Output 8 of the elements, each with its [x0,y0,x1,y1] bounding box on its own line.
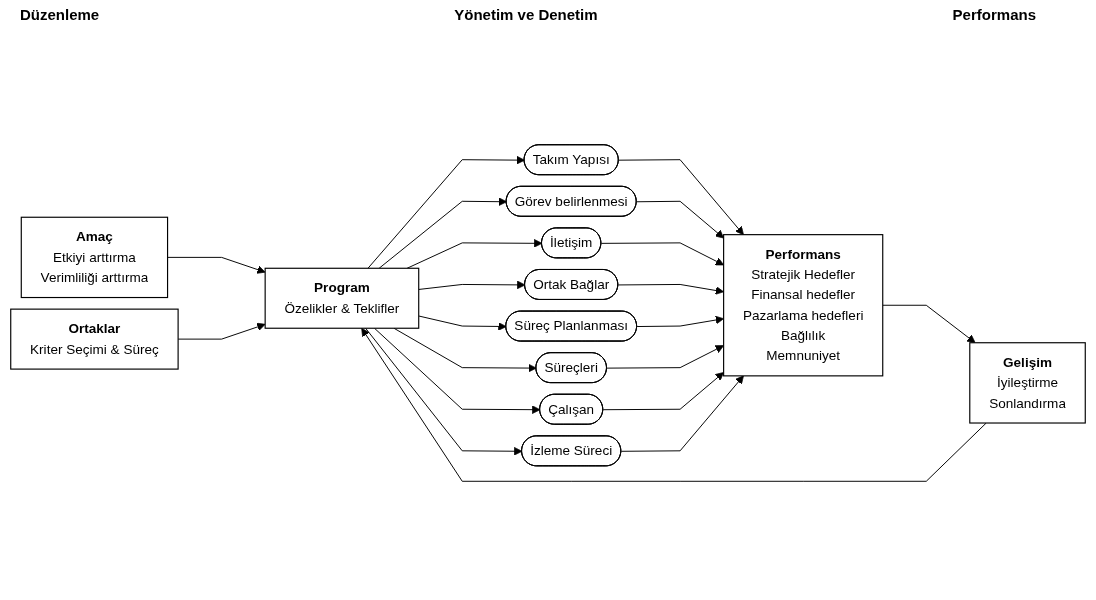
node-box: Gelişim İyileştirme Sonlandırma [969,342,1086,424]
node-box: Amaç Etkiyi arttırma Verimliliği arttırma [20,216,169,299]
column-heading: Performans [952,6,1036,25]
column-heading: Yönetim ve Denetim [454,6,598,25]
node-box: Ortaklar Kriter Seçimi & Süreç [10,308,179,370]
node-box: Program Özelikler & Teklifler [264,267,420,329]
column-heading: Düzenleme [20,6,100,25]
node-box: Performans Stratejik Hedefler Finansal hedefler Pazarlama hedefleri Bağlılık Memnuniyet [723,234,884,377]
